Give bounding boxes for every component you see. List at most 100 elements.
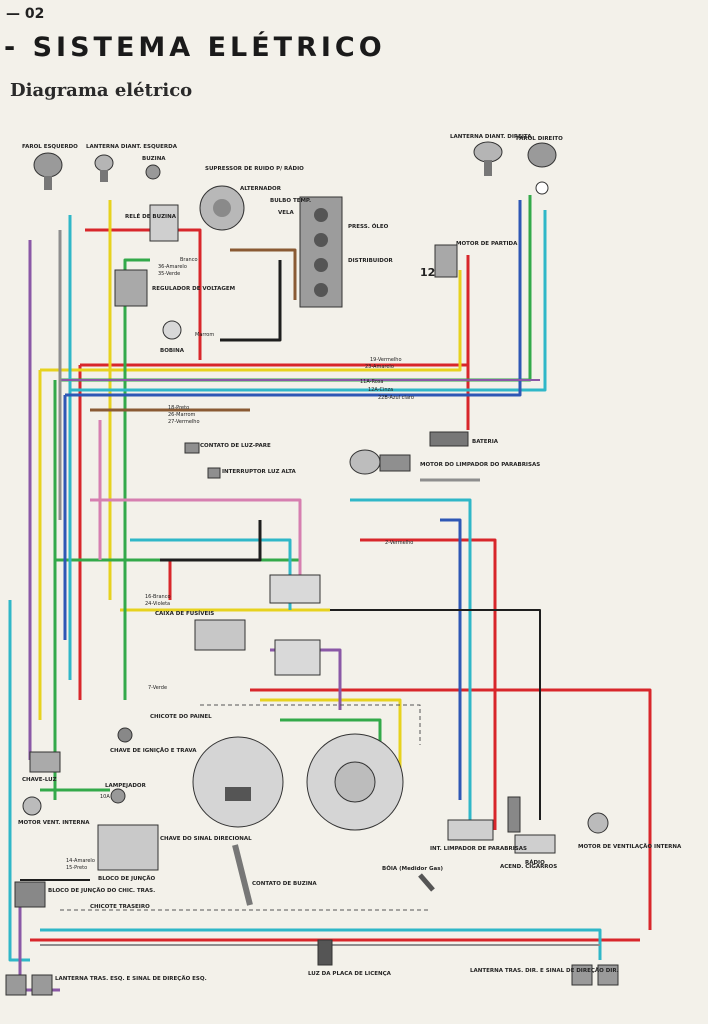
wire-label-16: 16-Branco (145, 594, 171, 600)
rele-buzina-icon (149, 204, 179, 242)
luz-placa-icon (317, 939, 333, 966)
wire-yellow-main (40, 270, 462, 372)
wire-label-15: 15-Preto (66, 865, 87, 871)
wire-label-14: 14-Amarelo (66, 858, 95, 864)
label-lampejador: LAMPEJADOR (105, 783, 147, 789)
chave-sinal-icon (97, 824, 159, 871)
distribuidor-block-icon (299, 196, 343, 308)
label-chave-sinal: CHAVE DO SINAL DIRECIONAL (160, 836, 252, 842)
wire-label-19: 19-Vermelho (370, 357, 402, 363)
label-contato-luz-pare: CONTATO DE LUZ-PARE (200, 443, 271, 449)
bateria-icon (429, 431, 469, 447)
lanterna-tras-esq-icon (5, 974, 53, 996)
label-int-limpador: INT. LIMPADOR DE PARABRISAS (430, 846, 527, 852)
wire-label-2: 2-Vermelho (385, 540, 413, 546)
wire-yellow-panel (260, 698, 402, 780)
wire-cyan-edge (8, 600, 30, 962)
contato-buzina-icon (232, 844, 253, 906)
wire-label-35: 35-Verde (158, 271, 180, 277)
wire-label-marrom: Marrom (195, 332, 214, 338)
connector-block-2-icon (269, 574, 321, 604)
wire-black-mid (160, 520, 262, 562)
wire-label-23: 23-Amarelo (365, 364, 394, 370)
motor-limpador-icon (349, 449, 411, 475)
label-radio: RÁDIO (525, 859, 545, 866)
lanterna-diant-esq-icon (94, 154, 114, 182)
label-bloco-juncao-tras: BLOCO DE JUNÇÃO DO CHIC. TRAS. (48, 887, 155, 894)
wire-label-24: 24-Violeta (145, 601, 170, 607)
label-bulbo-temp: BULBO TEMP. (270, 198, 311, 204)
label-boia: BÓIA (Medidor Gas) (382, 865, 443, 872)
chave-ignicao-icon (117, 727, 133, 743)
motor-vent-dir-icon (587, 812, 609, 834)
wire-label-7: 7-Verde (148, 685, 167, 691)
label-press-oleo: PRESS. ÓLEO (348, 223, 389, 230)
wire-green-mid (55, 558, 302, 600)
wire-label-26: 26-Marrom (168, 412, 196, 418)
label-bobina: BOBINA (160, 348, 185, 354)
lanterna-diant-dir-icon (473, 141, 503, 176)
label-lanterna-diant-esq: LANTERNA DIANT. ESQUERDA (86, 144, 178, 150)
wire-red-relay (85, 228, 202, 360)
label-chicote-traseiro: CHICOTE TRASEIRO (90, 904, 150, 910)
contato-luz-pare-icon (184, 442, 200, 454)
instrument-cluster-left-icon (192, 736, 284, 828)
label-chicote-painel: CHICOTE DO PAINEL (150, 714, 212, 720)
label-luz-placa: LUZ DA PLACA DE LICENÇA (308, 971, 392, 977)
instrument-cluster-right-icon (306, 733, 404, 831)
wire-brown-top (230, 248, 297, 300)
label-farol-esq: FAROL ESQUERDO (22, 144, 78, 150)
label-lanterna-tras-dir: LANTERNA TRAS. DIR. E SINAL DE DIREÇÃO D… (470, 967, 619, 974)
label-caixa-fusiveis: CAIXA DE FUSÍVEIS (155, 609, 214, 617)
wire-cyan-rear (40, 928, 602, 960)
label-rele-buzina: RELÉ DE BUZINA (125, 212, 177, 220)
wire-red-bottom (250, 688, 652, 930)
label-regulador: REGULADOR DE VOLTAGEM (152, 286, 235, 292)
label-lanterna-diant-dir: LANTERNA DIANT. DIREITA (450, 134, 532, 140)
label-motor-limpador: MOTOR DO LIMPADOR DO PARABRISAS (420, 462, 540, 468)
wire-label-27: 27-Vermelho (168, 419, 200, 425)
label-vela: VELA (278, 210, 295, 216)
motor-partida-icon (434, 244, 458, 278)
lampejador-icon (110, 788, 126, 804)
int-limpador-icon (447, 819, 494, 841)
radio-icon (514, 834, 556, 854)
label-farol-dir: FAROL DIREITO (516, 136, 563, 142)
bobina-icon (162, 320, 182, 340)
label-supressor: SUPRESSOR DE RUIDO P/ RÁDIO (205, 165, 304, 172)
farol-direito-icon (527, 142, 557, 195)
wire-pink-mid (90, 498, 302, 580)
label-bateria: BATERIA (472, 439, 499, 445)
label-chave-luz: CHAVE-LUZ (22, 777, 57, 783)
wire-black-coil (220, 260, 282, 342)
label-num-10a: 10A (100, 794, 110, 800)
chave-luz-icon (29, 751, 61, 773)
wire-cyan-top (70, 210, 547, 392)
page-subtitle: Diagrama elétrico (10, 80, 193, 101)
farol-esquerdo-icon (33, 152, 63, 190)
label-motor-vent-esq: MOTOR VENT. INTERNA (18, 820, 90, 826)
label-motor-vent-dir: MOTOR DE VENTILAÇÃO INTERNA (578, 843, 682, 850)
label-buzina: BUZINA (142, 156, 166, 162)
page-title: - SISTEMA ELÉTRICO (4, 32, 386, 63)
wire-blue-top (65, 200, 522, 397)
wire-label-18: 18-Preto (168, 405, 189, 411)
wire-label-36: 36-Amarelo (158, 264, 187, 270)
label-alternador: ALTERNADOR (240, 186, 282, 192)
label-motor-partida: MOTOR DE PARTIDA (456, 241, 518, 247)
label-chave-ignicao: CHAVE DE IGNIÇÃO E TRAVA (110, 747, 197, 754)
wire-cyan-wiper (350, 498, 472, 820)
label-num-12: 12 (420, 266, 435, 279)
label-distribuidor: DISTRIBUIDOR (348, 258, 394, 264)
acendedor-icon (507, 796, 521, 833)
wire-blue-right (440, 518, 462, 800)
page-number: — 02 (6, 6, 45, 22)
lanterna-tras-dir-icon (571, 964, 619, 986)
boia-icon (418, 873, 435, 892)
wire-label-22b: 22B-Azul claro (378, 395, 414, 401)
bloco-juncao-tras-icon (14, 881, 46, 908)
caixa-fusiveis-icon (194, 619, 246, 651)
buzina-icon (145, 164, 161, 180)
